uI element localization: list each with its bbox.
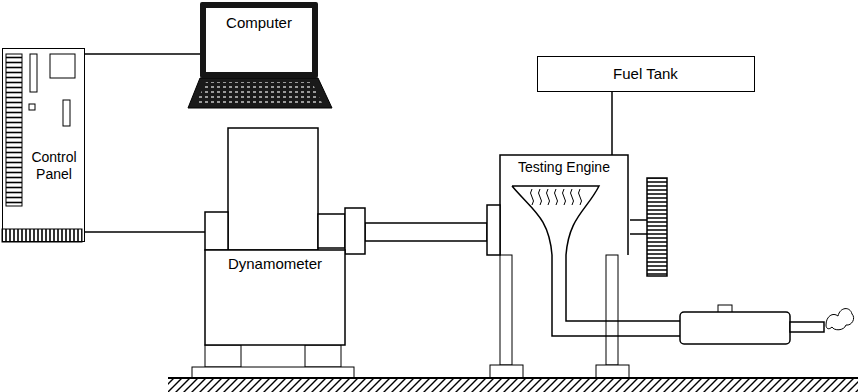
laptop-base bbox=[188, 78, 332, 108]
laptop-keyboard bbox=[196, 82, 322, 103]
node-label: Control Panel bbox=[26, 149, 82, 183]
connector-line bbox=[85, 231, 205, 233]
dynamometer-foot bbox=[305, 345, 341, 367]
exhaust-smoke bbox=[826, 309, 854, 330]
engine-leg bbox=[500, 255, 512, 365]
dynamometer-outline bbox=[205, 128, 365, 345]
panel-slot bbox=[30, 54, 37, 92]
drive-shaft bbox=[365, 223, 487, 241]
tailpipe bbox=[790, 322, 824, 332]
engine-foot bbox=[490, 365, 523, 378]
node-label: Computer bbox=[206, 14, 312, 32]
dynamometer-plate bbox=[192, 367, 354, 378]
dynamometer-body bbox=[228, 128, 318, 250]
testing-engine: Testing Engine bbox=[487, 155, 630, 255]
dynamometer-flange bbox=[345, 208, 365, 254]
connector-line bbox=[611, 92, 613, 155]
engine-foot bbox=[596, 365, 629, 378]
node-label: Dynamometer bbox=[205, 255, 345, 273]
fuel-spray bbox=[579, 189, 582, 205]
computer-screen: Computer bbox=[200, 2, 318, 78]
exhaust-pipe bbox=[552, 255, 680, 336]
flywheel-axle bbox=[630, 233, 647, 235]
connector-line bbox=[85, 53, 200, 55]
fuel-tank: Fuel Tank bbox=[537, 56, 755, 92]
node-label: Fuel Tank bbox=[538, 65, 753, 83]
panel-lamp bbox=[29, 104, 35, 110]
control-panel: Control Panel bbox=[2, 48, 85, 242]
engine-block bbox=[500, 155, 628, 255]
fuel-spray bbox=[555, 189, 558, 205]
dynamometer-pedestal bbox=[205, 250, 345, 345]
engine-leg bbox=[606, 255, 618, 365]
dynamometer-foot bbox=[205, 345, 241, 367]
muffler bbox=[680, 312, 790, 344]
flywheel-axle bbox=[630, 219, 647, 221]
fuel-spray bbox=[531, 189, 534, 205]
panel-gauge bbox=[63, 100, 70, 126]
engine-coupling bbox=[487, 205, 500, 255]
dynamometer-hub bbox=[205, 212, 228, 250]
dynamometer: Dynamometer bbox=[205, 128, 365, 345]
panel-switches bbox=[6, 54, 22, 206]
ground-hatch bbox=[168, 378, 858, 392]
intake-manifold bbox=[512, 186, 599, 255]
flywheel bbox=[647, 178, 667, 276]
node-label: Testing Engine bbox=[501, 159, 627, 176]
fuel-spray bbox=[539, 189, 542, 205]
fuel-spray bbox=[563, 189, 566, 205]
ground-line bbox=[168, 377, 858, 379]
panel-display bbox=[50, 54, 75, 78]
dynamometer-hub bbox=[318, 214, 345, 248]
fuel-spray bbox=[547, 189, 550, 205]
panel-grille bbox=[2, 229, 82, 242]
fuel-spray bbox=[571, 189, 574, 205]
